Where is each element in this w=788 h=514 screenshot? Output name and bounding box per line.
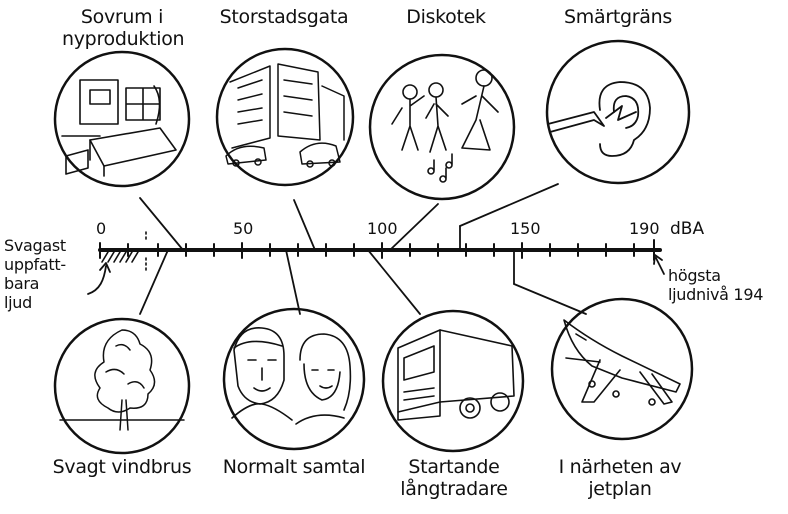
bottom-label-jet: I närheten av jetplan bbox=[558, 456, 682, 500]
truck-icon bbox=[397, 329, 515, 421]
ear-icon bbox=[547, 81, 651, 157]
bedroom-scene bbox=[53, 50, 191, 188]
connector-lines bbox=[139, 183, 587, 315]
pain-threshold-scene bbox=[545, 39, 691, 185]
right-note-arrow bbox=[653, 254, 665, 275]
disco-scene bbox=[368, 53, 516, 201]
jet-scene bbox=[550, 297, 694, 441]
jet-icon bbox=[563, 319, 681, 406]
city-street-scene bbox=[215, 47, 355, 187]
left-note: Svagast uppfatt- bara ljud bbox=[4, 236, 66, 312]
bottom-label-truck: Startande långtradare bbox=[400, 456, 508, 500]
dancers-icon bbox=[391, 69, 499, 183]
unit-label: dBA bbox=[670, 219, 705, 239]
top-label-bedroom: Sovrum i nyproduktion bbox=[62, 6, 185, 50]
tick-label-0: 0 bbox=[96, 219, 107, 238]
tick-label-100: 100 bbox=[367, 219, 398, 238]
top-label-city-street: Storstadsgata bbox=[219, 6, 349, 28]
tick-label-190: 190 bbox=[629, 219, 660, 238]
right-note: högsta ljudnivå 194 bbox=[668, 266, 764, 304]
truck-scene bbox=[381, 309, 525, 453]
bedroom-icon bbox=[61, 79, 177, 177]
conversation-scene bbox=[222, 307, 366, 451]
wind-scene bbox=[53, 317, 191, 455]
audibility-hatch bbox=[101, 231, 147, 273]
left-note-arrow bbox=[87, 262, 111, 295]
tick-label-50: 50 bbox=[233, 219, 254, 238]
tick-label-150: 150 bbox=[510, 219, 541, 238]
city-street-icon bbox=[225, 63, 345, 168]
top-label-pain-threshold: Smärtgräns bbox=[564, 6, 672, 28]
bottom-label-wind: Svagt vindbrus bbox=[52, 456, 192, 478]
tree-icon bbox=[59, 329, 185, 431]
bottom-label-conversation: Normalt samtal bbox=[222, 456, 366, 478]
two-faces-icon bbox=[231, 327, 352, 425]
top-label-disco: Diskotek bbox=[406, 6, 486, 28]
